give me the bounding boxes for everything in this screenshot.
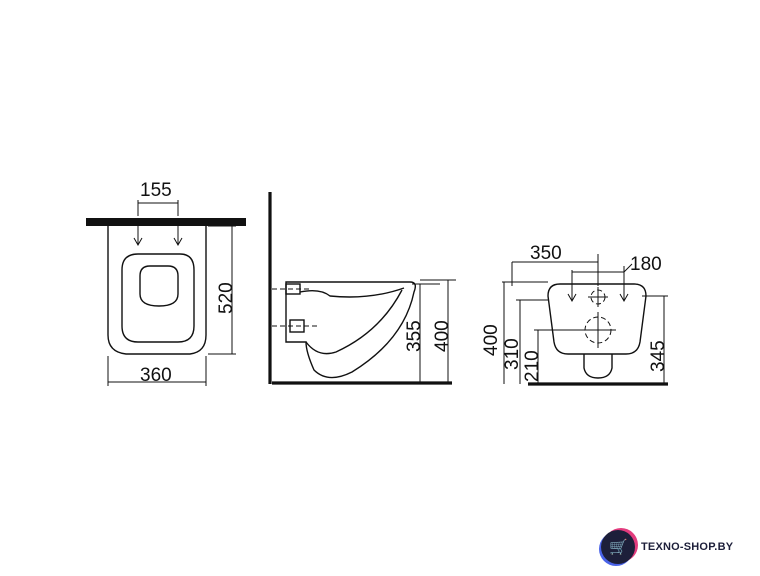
top-view: 155 520 360 bbox=[86, 180, 246, 386]
dim-height-345: 345 bbox=[648, 340, 669, 372]
dim-total-height: 400 bbox=[432, 320, 453, 352]
dim-pipe-spacing: 155 bbox=[140, 180, 172, 201]
dim-height-310: 310 bbox=[502, 338, 523, 370]
dim-width: 360 bbox=[140, 365, 172, 386]
dim-height-210: 210 bbox=[522, 350, 543, 382]
dim-height-400: 400 bbox=[481, 324, 502, 356]
side-view-bowl bbox=[285, 281, 417, 379]
rear-view: 350 180 400 310 210 345 bbox=[481, 243, 669, 386]
watermark: 🛒 TEXNO-SHOP.BY bbox=[601, 530, 733, 564]
top-view-bowl-outline bbox=[107, 226, 207, 355]
side-view: 355 400 bbox=[268, 192, 456, 385]
dim-hole-offset: 180 bbox=[630, 254, 662, 275]
cart-icon: 🛒 bbox=[601, 530, 635, 564]
rear-view-body bbox=[547, 283, 647, 355]
top-view-seat bbox=[121, 253, 195, 343]
top-view-seat-opening bbox=[139, 265, 179, 307]
dim-length: 520 bbox=[216, 282, 237, 314]
dim-outlet-height: 355 bbox=[404, 320, 425, 352]
dim-top-width: 350 bbox=[530, 243, 562, 264]
watermark-text: TEXNO-SHOP.BY bbox=[641, 541, 734, 553]
top-view-wall-plate bbox=[86, 218, 246, 226]
